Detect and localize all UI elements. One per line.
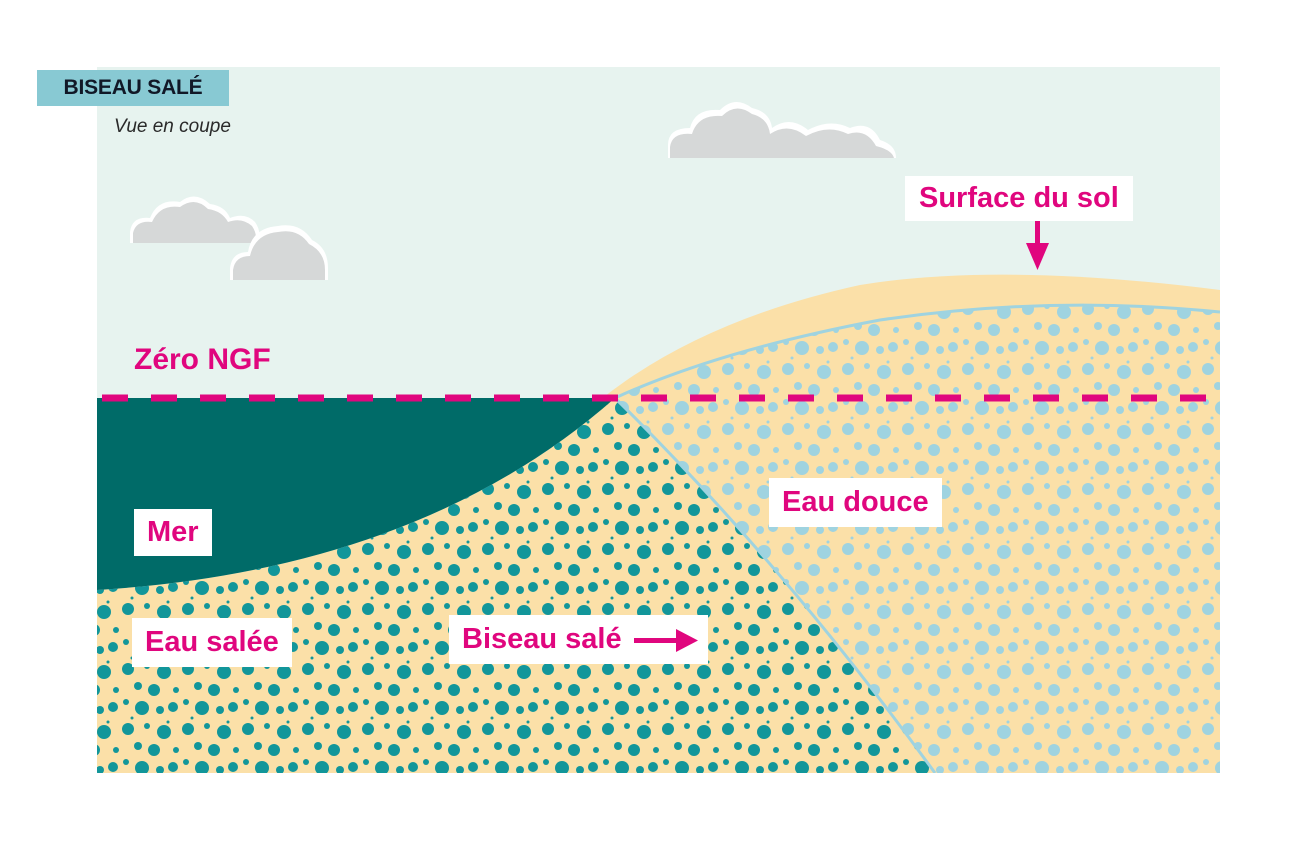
- arrow-right-icon: [633, 628, 698, 652]
- arrow-down-icon: [1026, 217, 1049, 270]
- cloud-icon: [130, 196, 328, 280]
- water-table-line: [614, 303, 1220, 400]
- sea: [97, 398, 615, 590]
- label-surface: Surface du sol: [905, 176, 1133, 221]
- label-salt-water: Eau salée: [132, 618, 292, 667]
- label-sea: Mer: [134, 509, 212, 556]
- saline-wedge-interface: [613, 396, 937, 773]
- fresh-water-aquifer: [615, 305, 1220, 773]
- label-zero-ngf: Zéro NGF: [134, 343, 271, 376]
- label-saline-wedge-text: Biseau salé: [462, 623, 622, 655]
- salt-water-aquifer: [97, 398, 935, 773]
- cloud-icon: [668, 101, 896, 158]
- diagram-title: BISEAU SALÉ: [37, 70, 229, 106]
- diagram-subtitle: Vue en coupe: [114, 116, 231, 137]
- label-fresh-water: Eau douce: [769, 478, 942, 527]
- label-saline-wedge: Biseau salé: [449, 615, 708, 664]
